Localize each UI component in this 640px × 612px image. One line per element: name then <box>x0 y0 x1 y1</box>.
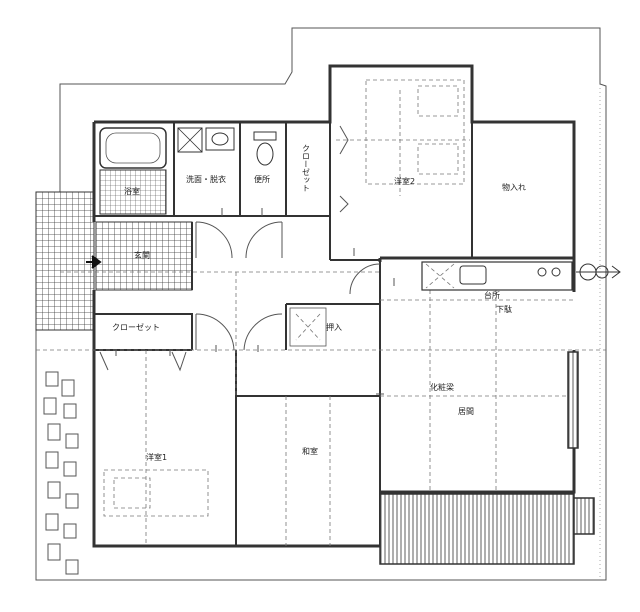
grid-lines <box>36 90 606 546</box>
label-washitsu: 和室 <box>302 446 318 456</box>
bed-pillow-top <box>417 85 459 117</box>
stove-burner-right <box>551 267 561 277</box>
washing-machine-box <box>177 127 203 153</box>
stepping-stones <box>43 371 79 575</box>
label-living: 居間 <box>458 407 474 416</box>
label-washroom: 洗面・脱衣 <box>186 174 226 184</box>
entrance-floor <box>95 221 193 291</box>
oshiire-x <box>295 313 321 341</box>
kitchen-x <box>425 263 455 289</box>
label-toilet: 便所 <box>254 174 270 184</box>
door-swings <box>195 221 381 351</box>
bathtub-inner <box>105 132 161 164</box>
label-western1: 洋室1 <box>146 452 167 462</box>
label-storage: 物入れ <box>502 182 526 192</box>
entrance-arrow-icon <box>86 255 102 269</box>
desk-outline <box>103 469 209 517</box>
bathtub <box>99 127 167 169</box>
closet-top-doors <box>339 125 349 213</box>
washroom-sink <box>205 127 235 151</box>
sink-basin <box>211 132 229 146</box>
label-shoe-storage: 下駄 <box>496 304 512 314</box>
veranda-deck <box>379 493 575 565</box>
bed-pillow-bottom <box>417 143 459 175</box>
label-kitchen: 台所 <box>484 290 500 300</box>
kitchen-sink <box>459 265 487 285</box>
label-entrance: 玄関 <box>134 250 150 260</box>
meter-line <box>576 265 621 279</box>
entrance-porch <box>35 191 95 331</box>
kitchen-counter <box>421 261 573 291</box>
label-closet-left: クローゼット <box>112 322 160 332</box>
toilet-bowl <box>256 142 274 166</box>
bath-tile <box>99 169 167 215</box>
label-western2: 洋室2 <box>394 176 415 186</box>
desk-inner <box>113 477 151 509</box>
oshiire-box <box>289 307 327 347</box>
label-bath: 浴室 <box>124 186 140 196</box>
washing-machine-x <box>177 127 203 153</box>
stove-burner-left <box>537 267 547 277</box>
closet-left-doors <box>99 351 187 372</box>
label-closet-top: クローゼット <box>302 144 311 192</box>
label-oshiire: 押入 <box>326 322 342 332</box>
toilet-tank <box>253 131 277 141</box>
interior-walls <box>94 66 473 546</box>
bed-outline <box>365 79 465 185</box>
veranda-step <box>573 497 595 535</box>
dimension-ticks <box>115 208 395 395</box>
label-makeup-beam: 化粧梁 <box>430 382 454 392</box>
living-window <box>567 351 579 449</box>
